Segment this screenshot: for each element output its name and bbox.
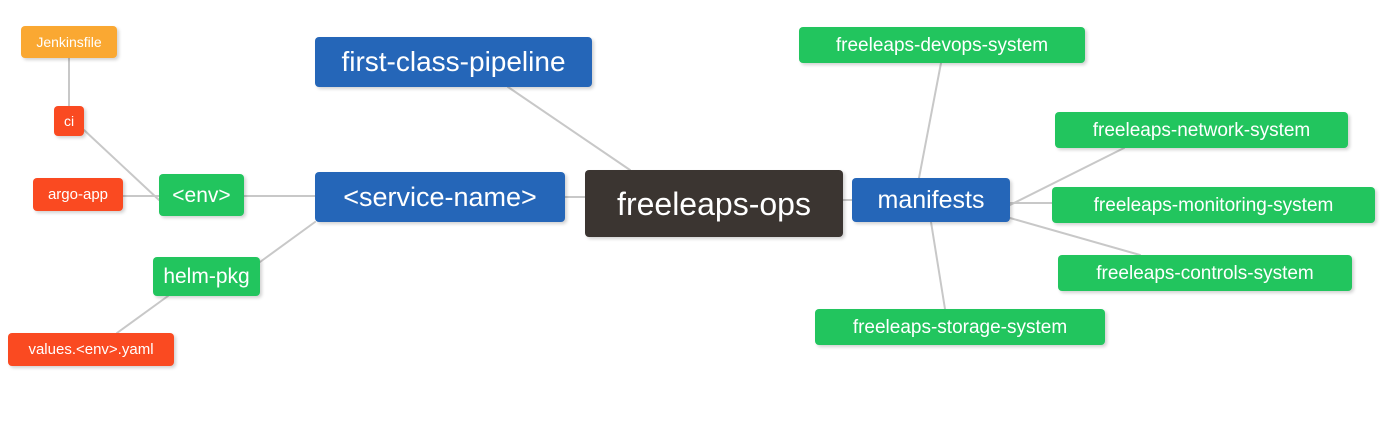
node-argo-app[interactable]: argo-app xyxy=(33,178,123,211)
node-manifests[interactable]: manifests xyxy=(852,178,1010,222)
node-label-freeleaps-network-system: freeleaps-network-system xyxy=(1092,119,1311,141)
node-service-name[interactable]: <service-name> xyxy=(315,172,565,222)
node-label-ci: ci xyxy=(63,113,75,129)
edge-first-class-pipeline-to-freeleaps-ops xyxy=(507,86,631,171)
node-jenkinsfile[interactable]: Jenkinsfile xyxy=(21,26,117,58)
node-values-yaml[interactable]: values.<env>.yaml xyxy=(8,333,174,366)
node-freeleaps-ops[interactable]: freeleaps-ops xyxy=(585,170,843,237)
node-label-helm-pkg: helm-pkg xyxy=(163,265,250,288)
node-label-freeleaps-ops: freeleaps-ops xyxy=(617,185,811,222)
node-label-values-yaml: values.<env>.yaml xyxy=(28,341,154,358)
node-label-first-class-pipeline: first-class-pipeline xyxy=(341,46,566,77)
node-label-env: <env> xyxy=(172,183,231,207)
node-env[interactable]: <env> xyxy=(159,174,244,216)
node-label-freeleaps-devops-system: freeleaps-devops-system xyxy=(835,34,1049,56)
node-freeleaps-controls-system[interactable]: freeleaps-controls-system xyxy=(1058,255,1352,291)
node-label-argo-app: argo-app xyxy=(47,186,109,203)
node-label-service-name: <service-name> xyxy=(343,181,537,212)
node-freeleaps-devops-system[interactable]: freeleaps-devops-system xyxy=(799,27,1085,63)
node-label-jenkinsfile: Jenkinsfile xyxy=(36,34,102,50)
node-label-freeleaps-monitoring-system: freeleaps-monitoring-system xyxy=(1093,194,1334,216)
edge-manifests-to-freeleaps-storage-system xyxy=(930,221,946,310)
node-label-freeleaps-storage-system: freeleaps-storage-system xyxy=(852,316,1068,338)
node-label-manifests: manifests xyxy=(877,185,985,214)
node-label-freeleaps-controls-system: freeleaps-controls-system xyxy=(1096,262,1314,284)
node-ci[interactable]: ci xyxy=(54,106,84,136)
edge-helm-pkg-to-values-yaml xyxy=(116,295,169,334)
node-freeleaps-monitoring-system[interactable]: freeleaps-monitoring-system xyxy=(1052,187,1375,223)
edge-manifests-to-freeleaps-controls-system xyxy=(1009,217,1141,256)
node-freeleaps-network-system[interactable]: freeleaps-network-system xyxy=(1055,112,1348,148)
node-helm-pkg[interactable]: helm-pkg xyxy=(153,257,260,296)
edge-manifests-to-freeleaps-devops-system xyxy=(918,62,942,179)
edge-service-name-to-helm-pkg xyxy=(259,221,316,263)
node-freeleaps-storage-system[interactable]: freeleaps-storage-system xyxy=(815,309,1105,345)
node-first-class-pipeline[interactable]: first-class-pipeline xyxy=(315,37,592,87)
